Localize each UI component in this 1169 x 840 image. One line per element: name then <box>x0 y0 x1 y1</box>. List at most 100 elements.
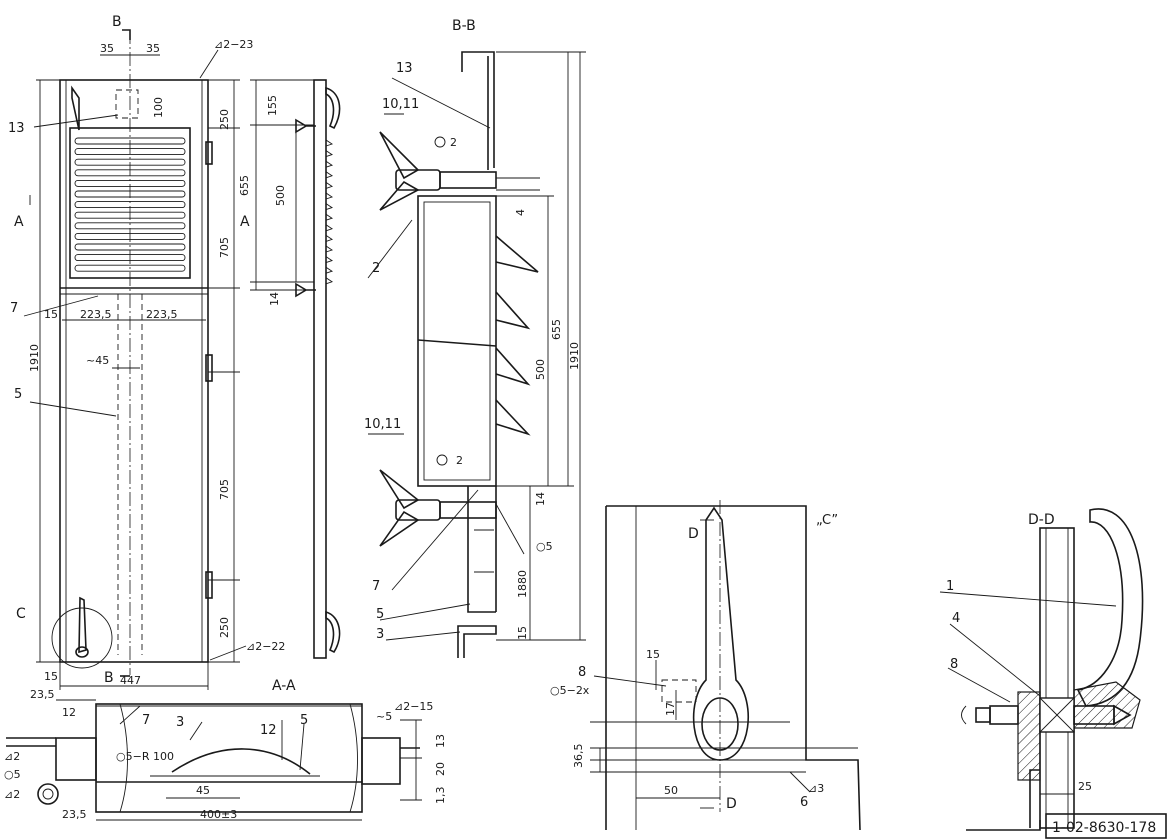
dim-4-bb: 4 <box>514 209 527 216</box>
section-mark-d-top: D <box>688 526 699 542</box>
detail-c: „C” D D 8 6 15 ○5−2x 17 36,5 50 ⊿3 <box>550 500 861 831</box>
detail-c-circle <box>51 607 113 669</box>
dim-o5-2x-c: ○5−2x <box>550 684 590 697</box>
bb-louvre-3 <box>495 347 531 386</box>
louvre-slat <box>74 201 186 209</box>
callout-8-dd: 8 <box>950 657 958 672</box>
weld-2-15-aa: ⊿2−15 <box>394 700 433 713</box>
dim-223-5-left: 223,5 <box>80 308 112 321</box>
dim-250-top: 250 <box>218 109 231 130</box>
aa-pivot-pin <box>37 783 59 805</box>
section-mark-a-left: A <box>14 214 24 230</box>
section-b-b: B-B <box>364 18 586 658</box>
side-tooth <box>325 139 334 147</box>
weld-symbol-top: ⊿2−23 <box>214 38 253 51</box>
callout-7-aa: 7 <box>142 713 150 728</box>
wing-nut-top-lower <box>379 180 420 211</box>
side-tooth <box>325 256 334 264</box>
dim-100: 100 <box>152 97 165 118</box>
side-tooth <box>325 235 334 242</box>
hinge-bottom <box>205 571 213 599</box>
louvre-slat <box>74 232 186 240</box>
side-profile <box>313 79 327 659</box>
aa-curved-panel-3 <box>171 748 311 775</box>
bb-lower-channel <box>467 486 496 613</box>
dim-705-bottom: 705 <box>218 479 231 500</box>
dim-14-bb: 14 <box>534 492 547 506</box>
louvre-slat <box>74 222 186 230</box>
dim-23-5-bottom: 23,5 <box>62 808 87 821</box>
latch-handle-top <box>71 85 80 131</box>
hinge-top <box>205 141 213 165</box>
dim-14-a: 14 <box>268 292 281 306</box>
callout-6-c: 6 <box>800 795 808 810</box>
louvre-slat <box>74 148 186 156</box>
louvre-slat <box>74 169 186 177</box>
dim-23-5-top: 23,5 <box>30 688 55 701</box>
dim-approx-45: ~45 <box>86 354 109 367</box>
callout-7-main: 7 <box>10 301 18 316</box>
wing-nut-bottom-upper <box>379 469 420 510</box>
section-mark-b-top: B <box>112 14 122 30</box>
callout-1-dd: 1 <box>946 579 954 594</box>
dim-5-aa: ~5 <box>376 710 392 723</box>
section-a-a: A-A 7 3 12 5 12 ○5 ⊿2 ⊿2 <box>4 678 447 821</box>
dim-35-left: 35 <box>100 42 114 55</box>
dim-155: 155 <box>266 95 279 116</box>
section-d-d: D-D 1 4 8 25 <box>939 508 1144 831</box>
dd-base-angle <box>966 820 1041 831</box>
bb-louvre-4 <box>495 399 531 436</box>
dim-o5-bb: ○5 <box>536 540 553 553</box>
weld-3-c: ⊿3 <box>808 782 824 795</box>
dim-1910-a: 1910 <box>28 344 41 372</box>
side-handle-bottom <box>325 610 341 654</box>
dd-bolt-left <box>989 705 1019 725</box>
dim-36-5-c: 36,5 <box>572 744 585 769</box>
weld-2-bottom: 2 <box>456 454 463 467</box>
louvre-slat <box>74 254 186 262</box>
dim-45-aa: 45 <box>196 784 210 797</box>
dim-15-c: 15 <box>646 648 660 661</box>
dim-15-bb: 15 <box>516 626 529 640</box>
callout-4-dd: 4 <box>952 611 960 626</box>
wing-nut-top-upper <box>379 131 420 180</box>
side-handle-top <box>325 86 341 130</box>
section-bb-title: B-B <box>452 18 476 34</box>
bolt-head-top <box>395 169 441 191</box>
callout-5-main: 5 <box>14 387 22 402</box>
detail-c-pin-8 <box>661 679 697 703</box>
dim-15-a: 15 <box>44 308 58 321</box>
side-view: 155 500 14 <box>250 79 341 659</box>
aa-left-bracket <box>55 737 97 781</box>
section-mark-b-bottom: B <box>104 670 114 686</box>
section-aa-title: A-A <box>272 678 296 694</box>
dim-500-bb: 500 <box>534 359 547 380</box>
dd-handle-1 <box>1076 508 1144 707</box>
main-front-view: B B A A 13 7 5 C 35 35 ⊿2−23 100 250 655… <box>8 14 285 701</box>
dim-500-a: 500 <box>274 185 287 206</box>
dd-nut-left <box>975 707 991 723</box>
dd-tube <box>1039 527 1075 829</box>
dim-705-top: 705 <box>218 237 231 258</box>
hinge-middle <box>205 354 213 382</box>
title-block: 1-02-8630-178 <box>1045 813 1167 839</box>
dim-20-aa: 20 <box>434 762 447 776</box>
callout-13-bb: 13 <box>396 61 413 76</box>
louvre-slat <box>74 211 186 219</box>
callout-3-aa: 3 <box>176 715 184 730</box>
detail-c-label: C <box>16 606 26 622</box>
louvre-slat <box>74 243 186 251</box>
section-dd-title: D-D <box>1028 512 1055 528</box>
dim-655-a: 655 <box>238 175 251 196</box>
callout-2-bb: 2 <box>372 261 380 276</box>
dim-400-aa: 400±3 <box>200 808 237 821</box>
dim-447: 447 <box>120 674 141 687</box>
dim-r100-aa: ○5−R 100 <box>116 750 174 763</box>
callout-3-bb: 3 <box>376 627 384 642</box>
bb-louvre-1 <box>495 235 539 273</box>
wing-nut-bottom-lower <box>379 510 420 547</box>
bb-bottom-channel <box>457 625 497 658</box>
callout-5-aa: 5 <box>300 713 308 728</box>
dim-223-5-right: 223,5 <box>146 308 178 321</box>
louvre-slats <box>74 137 186 272</box>
